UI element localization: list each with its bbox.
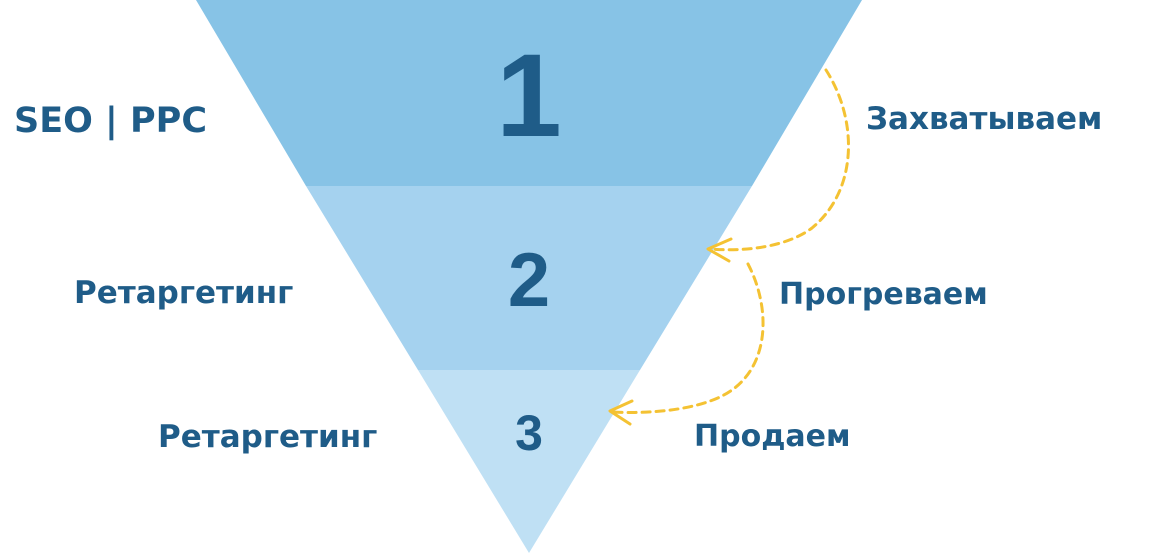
dashed-arrow-line <box>708 68 850 252</box>
left-label-stage-1: SEO | PPC <box>14 101 208 141</box>
arrow-head-icon <box>706 237 733 263</box>
funnel-stage-2 <box>306 186 752 370</box>
stage-number-1: 1 <box>496 30 562 162</box>
stage-number-3: 3 <box>515 405 543 461</box>
arrow-stage1-to-stage2 <box>706 68 850 263</box>
funnel-stage-1 <box>196 0 862 186</box>
funnel-stage-3 <box>418 370 640 553</box>
left-label-stage-3: Ретаргетинг <box>158 419 378 455</box>
right-label-stage-1: Захватываем <box>866 101 1103 137</box>
dashed-arrow-line <box>610 262 765 414</box>
stage-number-2: 2 <box>508 238 550 323</box>
left-label-stage-2: Ретаргетинг <box>74 275 294 311</box>
right-label-stage-3: Продаем <box>694 419 851 454</box>
arrow-head-icon <box>608 399 634 426</box>
right-label-stage-2: Прогреваем <box>779 277 988 312</box>
arrow-stage2-to-stage3 <box>608 262 765 426</box>
